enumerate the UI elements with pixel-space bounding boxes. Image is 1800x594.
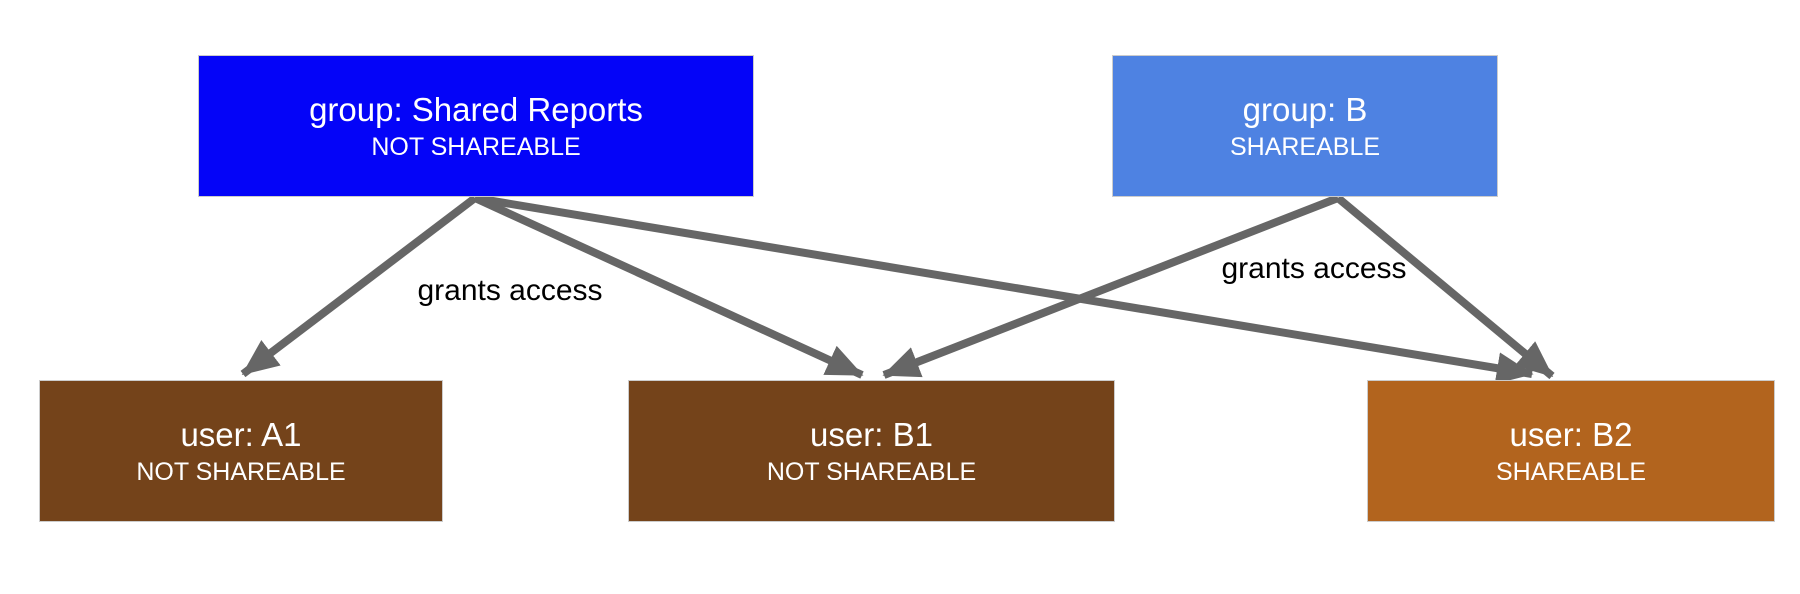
- edge-shared-reports-to-b2: [474, 194, 1534, 385]
- node-title: user: B2: [1509, 416, 1633, 453]
- node-subtitle: NOT SHAREABLE: [136, 458, 346, 486]
- node-title: group: Shared Reports: [309, 91, 643, 128]
- edge-shared-reports-to-b1: [473, 194, 864, 379]
- node-group-shared-reports: group: Shared Reports NOT SHAREABLE: [198, 55, 754, 197]
- node-user-a1: user: A1 NOT SHAREABLE: [39, 380, 443, 522]
- edge-group-b-to-b1: [882, 194, 1340, 379]
- node-user-b1: user: B1 NOT SHAREABLE: [628, 380, 1115, 522]
- node-user-b2: user: B2 SHAREABLE: [1367, 380, 1775, 522]
- node-subtitle: SHAREABLE: [1229, 133, 1381, 161]
- node-subtitle: NOT SHAREABLE: [766, 458, 977, 486]
- node-subtitle: SHAREABLE: [1495, 458, 1647, 486]
- node-title: user: B1: [810, 416, 933, 453]
- node-title: group: B: [1242, 91, 1368, 128]
- node-group-b: group: B SHAREABLE: [1112, 55, 1498, 197]
- edge-label-grants-access-left: grants access: [417, 274, 603, 307]
- node-subtitle: NOT SHAREABLE: [371, 133, 581, 161]
- edge-label-grants-access-right: grants access: [1221, 252, 1407, 285]
- edge-group-b-to-b2: [1335, 194, 1555, 380]
- node-title: user: A1: [180, 416, 302, 453]
- edge-shared-reports-to-a1: [240, 194, 478, 378]
